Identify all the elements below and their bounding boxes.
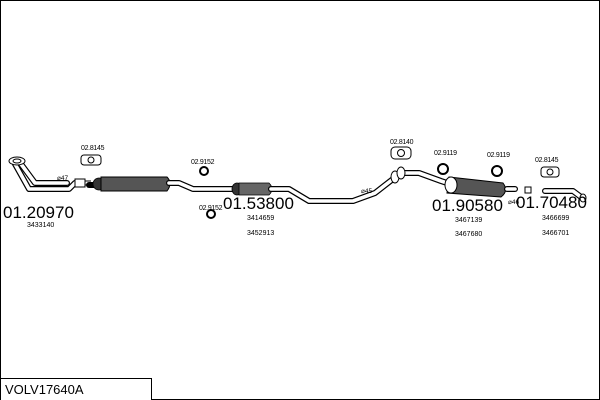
ring-icon: [491, 165, 503, 177]
part-ref: 3467680: [455, 231, 482, 238]
accessory-label: 02.9119: [487, 152, 510, 159]
accessory-label: 02.9152: [191, 159, 215, 166]
part-ref: 3452913: [247, 230, 274, 237]
front-pipe: [8, 156, 91, 192]
diameter-label: ⌀47: [57, 175, 69, 182]
accessory-label: 02.8145: [81, 145, 105, 152]
ring-icon: [199, 166, 209, 176]
part-ref: 3466699: [542, 215, 569, 222]
diagram-title: VOLV17640A: [5, 382, 84, 397]
ring-icon: [206, 209, 216, 219]
accessory-label: 02.9119: [434, 150, 457, 157]
part-number: 01.53800: [223, 194, 294, 213]
part-number: 01.90580: [432, 196, 503, 215]
diameter-label: ⌀45: [361, 188, 373, 195]
middle-pipe: [86, 170, 400, 204]
hanger-icon: [80, 154, 102, 166]
diameter-label: ⌀46: [508, 199, 520, 206]
title-box: VOLV17640A: [1, 378, 152, 400]
accessory-label: 02.8140: [390, 139, 414, 146]
part-number: 01.70480: [516, 193, 587, 212]
hanger-icon: [390, 146, 412, 160]
tail-pipe: [524, 186, 587, 203]
part-ref: 3467139: [455, 217, 482, 224]
rear-silencer: [396, 166, 518, 198]
accessory-label: 02.9152: [199, 205, 223, 212]
hanger-icon: [540, 166, 560, 178]
accessory-label: 02.8145: [535, 157, 559, 164]
part-number: 01.20970: [3, 203, 74, 222]
ring-icon: [437, 163, 449, 175]
part-ref: 3433140: [27, 222, 54, 229]
part-ref: 3466701: [542, 230, 569, 237]
part-ref: 3414659: [247, 215, 274, 222]
